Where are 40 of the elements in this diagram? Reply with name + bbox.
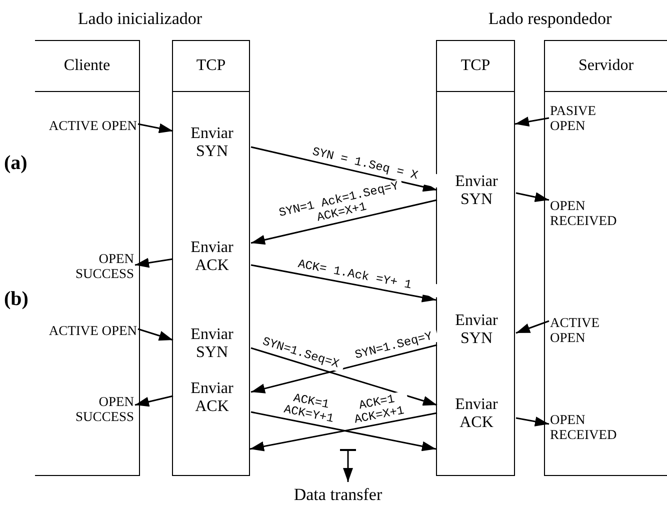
action-label: Enviar ACK [437, 396, 516, 432]
arrow [138, 123, 174, 134]
action-label: Enviar ACK [173, 239, 251, 275]
arrow [250, 146, 438, 192]
event-label: PASIVE OPEN [549, 102, 629, 134]
action-label: Enviar SYN [173, 125, 251, 161]
caption-text: Data transfer [288, 484, 388, 506]
arrow [134, 395, 174, 407]
lifeline-column [544, 40, 667, 476]
arrow [339, 449, 357, 482]
action-label: Enviar SYN [173, 326, 251, 362]
event-label: OPEN RECEIVED [549, 411, 649, 443]
arrow [138, 328, 174, 341]
lifeline-column [172, 40, 250, 476]
column-header: TCP [437, 41, 514, 92]
arrow [516, 192, 550, 202]
event-label: OPEN SUCCESS [40, 393, 135, 425]
arrow [250, 199, 438, 245]
event-label: ACTIVE OPEN [549, 314, 629, 346]
side-heading: Lado respondedor [487, 8, 613, 30]
arrow [516, 320, 550, 334]
action-label: Enviar ACK [173, 380, 251, 416]
arrow [250, 344, 438, 394]
panel-letter: (b) [4, 287, 30, 312]
arrow [514, 116, 550, 126]
arrow [516, 416, 550, 426]
side-heading: Lado inicializador [76, 8, 204, 30]
column-header: Cliente [35, 41, 139, 92]
column-header: Servidor [545, 41, 667, 92]
panel-letter: (a) [4, 151, 28, 176]
event-label: OPEN RECEIVED [549, 197, 649, 229]
lifeline-column [35, 40, 140, 476]
event-label: OPEN SUCCESS [40, 250, 135, 282]
arrow [134, 258, 174, 268]
event-label: ACTIVE OPEN [35, 116, 138, 134]
arrow [250, 347, 438, 406]
arrow [250, 264, 436, 302]
column-header: TCP [173, 41, 249, 92]
event-label: ACTIVE OPEN [35, 321, 138, 339]
action-label: Enviar SYN [437, 312, 516, 348]
